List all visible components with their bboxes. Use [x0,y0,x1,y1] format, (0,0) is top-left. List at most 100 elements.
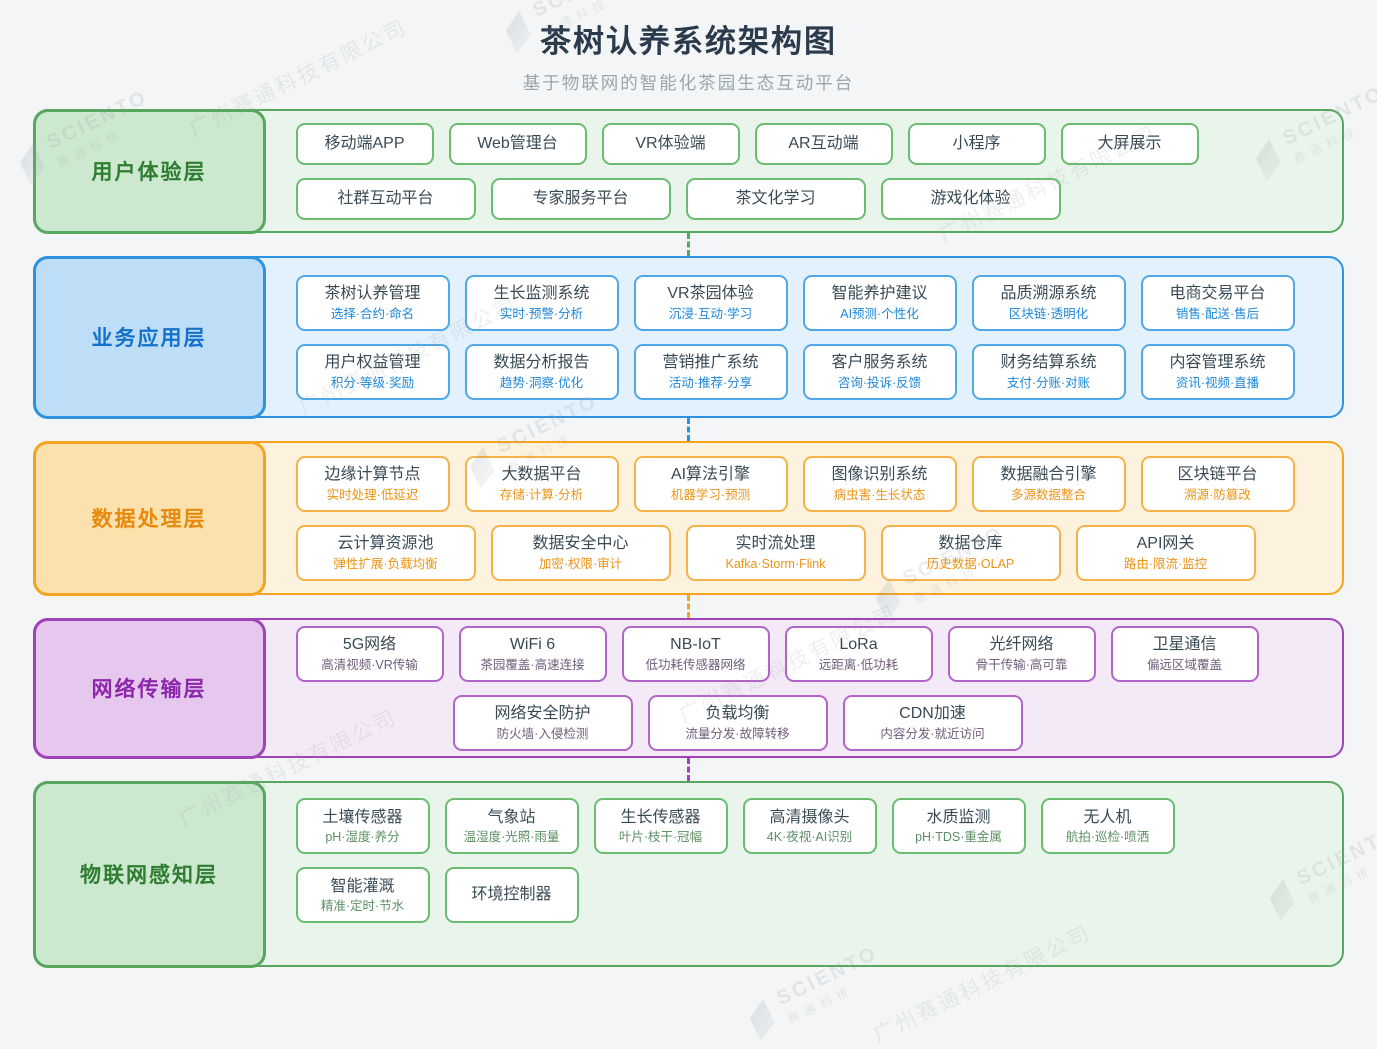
component-title: 移动端APP [324,134,405,152]
component-title: 游戏化体验 [930,189,1011,207]
component-title: 生长监测系统 [493,285,590,303]
component-subtitle: 沉浸·互动·学习 [668,306,753,321]
diagram-header: 茶树认养系统架构图 基于物联网的智能化茶园生态互动平台 [0,0,1377,95]
component-box: 数据融合引擎多源数据整合 [971,455,1126,512]
component-box: 卫星通信偏远区域覆盖 [1110,625,1259,682]
component-subtitle: 叶片·枝干·冠幅 [618,830,703,845]
component-title: 社群互动平台 [337,189,434,207]
component-box: 内容管理系统资讯·视频·直播 [1140,343,1295,400]
component-title: 营销推广系统 [662,354,759,372]
component-title: 无人机 [1083,808,1132,826]
component-box: 大屏展示 [1060,122,1199,165]
layer-label-user-experience: 用户体验层 [32,108,266,234]
component-box: AR互动端 [754,122,893,165]
component-box: 图像识别系统病虫害·生长状态 [802,455,957,512]
component-title: 数据融合引擎 [1000,466,1097,484]
component-subtitle: 远距离·低功耗 [818,657,899,672]
component-subtitle: 实时处理·低延迟 [326,487,419,502]
component-row: 社群互动平台专家服务平台茶文化学习游戏化体验 [295,177,1333,220]
component-title: 品质溯源系统 [1000,285,1097,303]
component-title: 小程序 [952,134,1001,152]
component-box: 营销推广系统活动·推荐·分享 [633,343,788,400]
component-subtitle: 选择·合约·命名 [330,306,415,321]
component-title: 负载均衡 [705,705,770,723]
component-title: 电商交易平台 [1169,285,1266,303]
component-row: 智能灌溉精准·定时·节水环境控制器 [295,867,1333,924]
component-subtitle: 积分·等级·奖励 [330,375,415,390]
component-box: 移动端APP [295,122,434,165]
component-box: 区块链平台溯源·防篡改 [1140,455,1295,512]
component-title: 生长传感器 [620,808,701,826]
leaf-logo-icon [741,995,785,1042]
component-subtitle: 溯源·防篡改 [1184,487,1251,502]
component-row: 移动端APP Web管理台 VR体验端 AR互动端 小程序 大屏展示 [295,122,1333,165]
component-subtitle: 机器学习·预测 [670,487,751,502]
component-box: LoRa 远距离·低功耗 [784,625,933,682]
component-box: AI算法引擎机器学习·预测 [633,455,788,512]
component-subtitle: 精准·定时·节水 [320,899,405,914]
component-box: 茶树认养管理选择·合约·命名 [295,274,450,331]
component-subtitle: 趋势·洞察·优化 [499,375,584,390]
component-title: 数据安全中心 [532,535,629,553]
component-subtitle: 实时·预警·分析 [499,306,584,321]
component-subtitle: 资讯·视频·直播 [1175,375,1260,390]
component-box: 光纤网络骨干传输·高可靠 [947,625,1096,682]
component-box: 边缘计算节点实时处理·低延迟 [295,455,450,512]
layer-user-experience: 用户体验层 移动端APP Web管理台 VR体验端 AR互动端 小程序 大屏展示社群互动平台… [32,108,1344,234]
component-subtitle: pH·湿度·养分 [325,830,400,845]
layer-connector [33,595,1344,619]
component-subtitle: 多源数据整合 [1010,487,1086,502]
component-title: 图像识别系统 [831,466,928,484]
component-title: LoRa [839,636,878,654]
layer-label-network-transmission: 网络传输层 [32,617,266,759]
component-subtitle: 支付·分账·对账 [1006,375,1091,390]
component-box: Web管理台 [448,122,587,165]
component-subtitle: 区块链·透明化 [1008,306,1089,321]
component-row: 用户权益管理积分·等级·奖励数据分析报告趋势·洞察·优化营销推广系统活动·推荐·… [295,343,1333,400]
component-title: 大数据平台 [501,466,582,484]
component-title: VR体验端 [635,134,706,152]
diagram-title: 茶树认养系统架构图 [540,24,837,59]
component-title: 边缘计算节点 [324,466,421,484]
component-title: 客户服务系统 [831,354,928,372]
component-box: 客户服务系统咨询·投诉·反馈 [802,343,957,400]
component-subtitle: 销售·配送·售后 [1175,306,1260,321]
component-title: Web管理台 [477,134,558,152]
component-subtitle: 茶园覆盖·高速连接 [480,657,585,672]
component-title: 卫星通信 [1152,636,1217,654]
layer-label-iot-perception: 物联网感知层 [32,780,266,968]
component-box: 负载均衡流量分发·故障转移 [647,694,828,751]
component-box: 智能灌溉精准·定时·节水 [295,867,430,924]
component-box: CDN加速内容分发·就近访问 [842,694,1023,751]
component-box: VR茶园体验沉浸·互动·学习 [633,274,788,331]
component-title: 用户权益管理 [324,354,421,372]
component-title: 云计算资源池 [337,535,434,553]
layer-connector [33,233,1344,257]
component-title: WiFi 6 [509,636,556,654]
layer-connector [33,418,1344,442]
watermark-brand-cn: 赛通科技 [785,982,857,1027]
component-subtitle: AI预测·个性化 [840,306,919,321]
component-subtitle: 偏远区域覆盖 [1146,657,1222,672]
component-box: API网关路由·限流·监控 [1075,524,1256,581]
architecture-layers: 用户体验层 移动端APP Web管理台 VR体验端 AR互动端 小程序 大屏展示社群互动平台… [32,108,1344,968]
component-subtitle: 咨询·投诉·反馈 [837,375,922,390]
component-subtitle: 活动·推荐·分享 [668,375,753,390]
component-title: API网关 [1136,535,1195,553]
component-box: 财务结算系统支付·分账·对账 [971,343,1126,400]
component-box: 网络安全防护防火墙·入侵检测 [452,694,633,751]
